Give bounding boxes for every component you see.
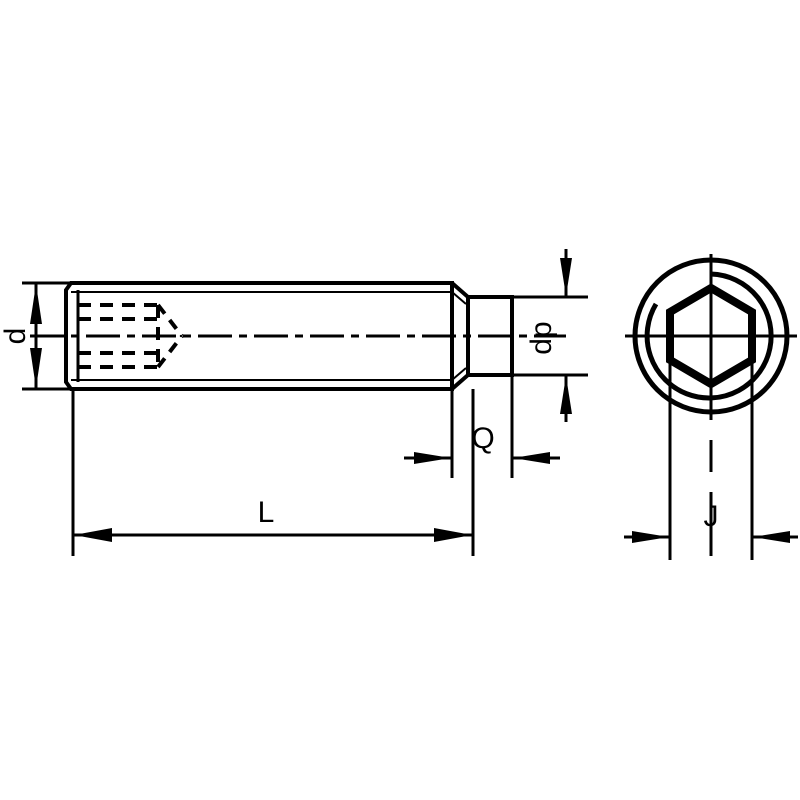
dp-arrow-bottom — [560, 376, 572, 414]
dimension-dp: dp — [512, 249, 588, 422]
dp-label: dp — [525, 321, 558, 354]
dog-point-chamfer-bottom — [451, 367, 467, 381]
dimension-d: d — [0, 281, 90, 391]
d-label: d — [0, 328, 32, 345]
j-arrow-right — [753, 531, 790, 543]
d-arrow-top — [30, 284, 42, 324]
side-view — [30, 281, 566, 391]
j-label: J — [704, 500, 719, 533]
q-arrow-right — [513, 452, 550, 464]
cone-upper-edge — [156, 303, 184, 338]
dp-arrow-top — [560, 258, 572, 296]
l-arrow-left — [74, 528, 112, 542]
l-arrow-right — [434, 528, 472, 542]
socket-cone-bottom — [156, 303, 184, 369]
cone-lower-edge — [156, 334, 184, 369]
q-arrow-left — [414, 452, 451, 464]
q-label: Q — [471, 422, 494, 455]
d-arrow-bottom — [30, 348, 42, 388]
dog-point-chamfer-top — [451, 291, 467, 305]
dimension-l: L — [71, 389, 475, 556]
end-view-inner-circle — [644, 271, 774, 401]
l-label: L — [258, 496, 275, 529]
j-arrow-left — [632, 531, 669, 543]
end-view — [625, 254, 797, 556]
dimension-q: Q — [404, 375, 560, 478]
dimension-j: J — [624, 360, 798, 560]
